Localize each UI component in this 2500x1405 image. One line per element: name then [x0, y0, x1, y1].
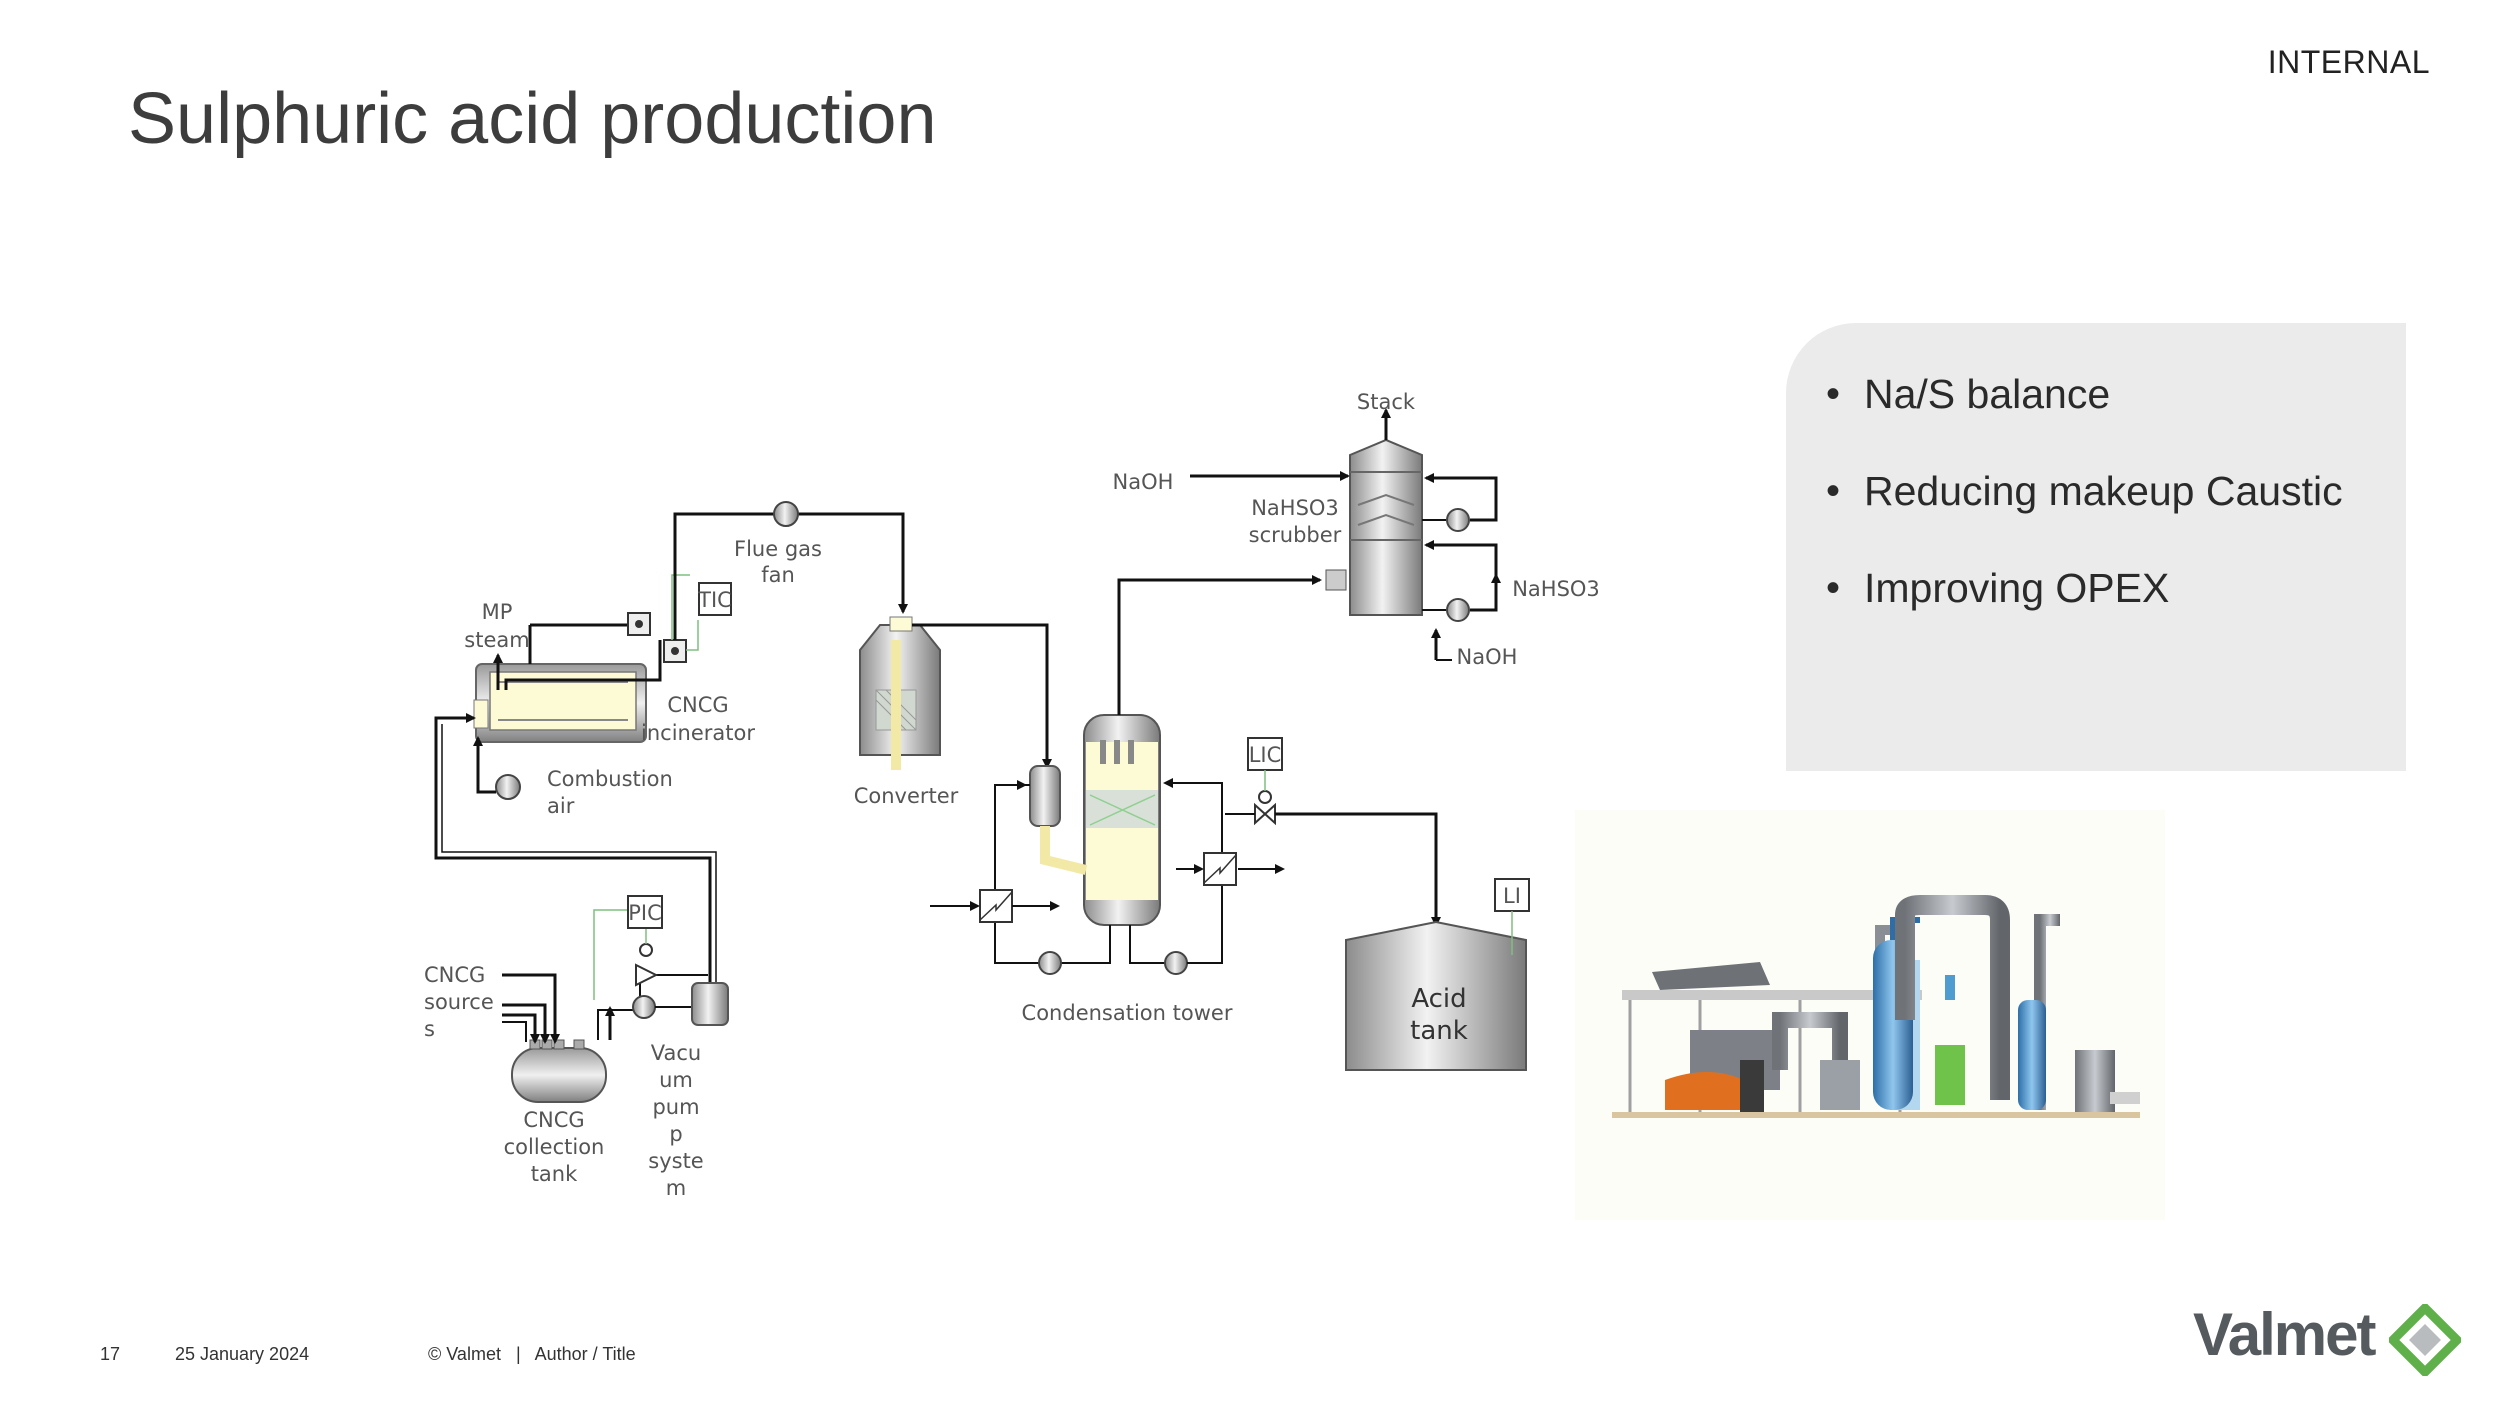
pic-label: PIC: [628, 901, 662, 925]
nahso3-scrubber: [1325, 438, 1423, 616]
valmet-logo: Valmet: [2193, 1300, 2463, 1380]
collection-tank-label-3: tank: [531, 1162, 578, 1186]
cncg-sources-label-1: CNCG: [424, 963, 485, 987]
page-number: 17: [100, 1344, 121, 1364]
collection-tank-label-2: collection: [504, 1135, 605, 1159]
vacuum-label-6: m: [666, 1176, 686, 1200]
acid-tank: [1345, 920, 1527, 1071]
tic-label: TIC: [697, 588, 732, 612]
naoh-top-label: NaOH: [1113, 470, 1174, 494]
valmet-diamond-icon: [2389, 1304, 2461, 1376]
scrubber-label-1: NaHSO3: [1251, 496, 1339, 520]
heat-exchanger-right: [1203, 852, 1237, 886]
key-points-panel: Na/S balance Reducing makeup Caustic Imp…: [1786, 323, 2406, 771]
collection-tank-label-1: CNCG: [523, 1108, 584, 1132]
vacuum-receiver: [691, 982, 729, 1026]
vacuum-label-1: Vacu: [651, 1041, 701, 1065]
condensation-tower-label: Condensation tower: [1022, 1001, 1233, 1025]
converter-label: Converter: [854, 784, 959, 808]
acid-tank-label-2: tank: [1410, 1016, 1468, 1046]
key-point-item: Improving OPEX: [1826, 563, 2343, 660]
vacuum-label-3: pum: [652, 1095, 699, 1119]
cncg-sources-label-2: source: [424, 990, 494, 1014]
cncg-collection-tank: [511, 1039, 607, 1103]
classification-label: INTERNAL: [2267, 44, 2430, 80]
mp-steam-label-1: MP: [482, 600, 513, 624]
incinerator-label-1: CNCG: [667, 693, 728, 717]
nahso3-out-label: NaHSO3: [1512, 577, 1600, 601]
vacuum-label-4: p: [669, 1122, 682, 1146]
incinerator-label-2: incinerator: [641, 721, 755, 745]
cncg-sources-label-3: s: [424, 1017, 435, 1041]
combustion-air-label-1: Combustion: [547, 767, 673, 791]
naoh-bottom-label: NaOH: [1457, 645, 1518, 669]
page-title: Sulphuric acid production: [128, 79, 937, 159]
logo-wordmark: Valmet: [2193, 1301, 2376, 1368]
acid-tank-label-1: Acid: [1411, 984, 1466, 1014]
converter: [859, 616, 941, 770]
vacuum-label-5: syste: [648, 1149, 703, 1173]
condensation-tower: [1029, 714, 1161, 926]
mp-steam-label-2: steam: [464, 628, 529, 652]
scrubber-label-2: scrubber: [1249, 523, 1342, 547]
vacuum-pump: [632, 995, 656, 1019]
footer-copyright: © Valmet | Author / Title: [428, 1344, 636, 1364]
footer-date: 25 January 2024: [175, 1344, 310, 1364]
key-points-list: Na/S balance Reducing makeup Caustic Imp…: [1826, 369, 2343, 660]
key-point-item: Reducing makeup Caustic: [1826, 466, 2343, 563]
combustion-air-fan: [495, 774, 521, 800]
flue-gas-fan-label-2: fan: [761, 563, 795, 587]
flue-gas-fan: [773, 501, 799, 527]
lic-label: LIC: [1249, 743, 1282, 767]
vacuum-label-2: um: [659, 1068, 693, 1092]
key-point-item: Na/S balance: [1826, 369, 2343, 466]
flue-gas-fan-label-1: Flue gas: [734, 537, 822, 561]
li-label: LI: [1503, 884, 1521, 908]
stack-label: Stack: [1357, 390, 1416, 414]
plant-3d-illustration: [1575, 810, 2165, 1220]
cncg-incinerator: [473, 663, 647, 743]
combustion-air-label-2: air: [547, 794, 575, 818]
